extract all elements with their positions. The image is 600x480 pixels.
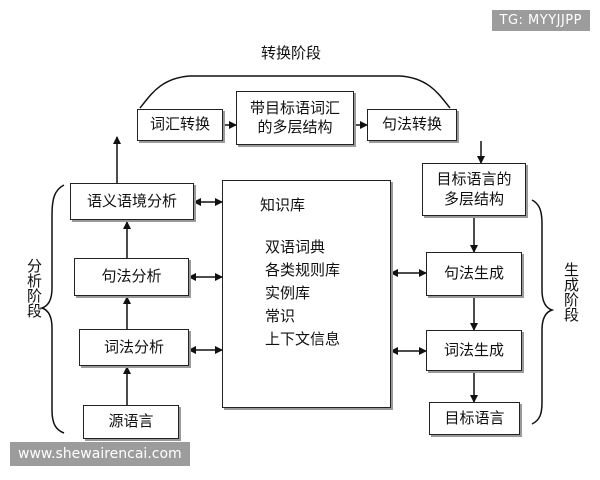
multilayer-structure-text: 带目标语词汇 的多层结构 [250, 99, 340, 138]
lexical-generation-label: 词法生成 [443, 340, 504, 359]
watermark-top: TG: MYYJJPP [491, 10, 590, 31]
target-language-label: 目标语言 [444, 408, 505, 427]
multilayer-structure-box: 带目标语词汇 的多层结构 [236, 91, 354, 145]
syntactic-conversion-label: 句法转换 [381, 115, 442, 134]
target-multilayer-structure-box: 目标语言的 多层结构 [422, 163, 526, 216]
kb-item-context-info: 上下文信息 [265, 330, 341, 348]
multilayer-structure-line1: 带目标语词汇 [249, 98, 340, 117]
target-multilayer-line1: 目标语言的 [436, 170, 512, 188]
target-multilayer-structure-text: 目标语言的 多层结构 [436, 170, 511, 209]
watermark-bottom: www.shewairencai.com [10, 442, 190, 466]
kb-item-example-base: 实例库 [265, 284, 311, 302]
kb-item-bilingual-dictionary: 双语词典 [265, 238, 326, 256]
analysis-stage-brace [39, 184, 65, 434]
semantic-context-analysis-box: 语义语境分析 [70, 183, 194, 220]
knowledge-base-box [222, 180, 391, 408]
syntactic-generation-box: 句法生成 [426, 252, 522, 296]
generation-stage-label: 生成阶段 [561, 262, 580, 327]
source-language-box: 源语言 [83, 405, 179, 439]
knowledge-base-title: 知识库 [260, 196, 306, 214]
target-language-box: 目标语言 [429, 402, 520, 435]
generation-stage-text: 生成阶段 [562, 262, 580, 322]
lexical-conversion-box: 词汇转换 [137, 109, 223, 141]
source-language-label: 源语言 [108, 412, 154, 431]
analysis-stage-text: 分析阶段 [25, 258, 43, 318]
syntactic-generation-label: 句法生成 [443, 264, 504, 283]
kb-item-common-sense: 常识 [265, 307, 296, 325]
syntactic-analysis-label: 句法分析 [101, 267, 162, 286]
syntactic-analysis-box: 句法分析 [74, 258, 189, 296]
syntactic-conversion-box: 句法转换 [367, 109, 457, 141]
lexical-analysis-box: 词法分析 [79, 329, 189, 366]
lexical-conversion-label: 词汇转换 [149, 115, 210, 134]
kb-item-rule-bases: 各类规则库 [265, 261, 341, 279]
conversion-stage-brace [139, 75, 451, 109]
conversion-stage-label: 转换阶段 [261, 44, 322, 62]
lexical-analysis-label: 词法分析 [103, 337, 164, 356]
multilayer-structure-line2: 的多层结构 [257, 118, 333, 136]
analysis-stage-label: 分析阶段 [24, 258, 43, 323]
lexical-generation-box: 词法生成 [426, 330, 522, 371]
target-multilayer-line2: 多层结构 [443, 189, 504, 208]
generation-stage-brace [531, 199, 555, 425]
semantic-context-analysis-label: 语义语境分析 [86, 191, 177, 210]
